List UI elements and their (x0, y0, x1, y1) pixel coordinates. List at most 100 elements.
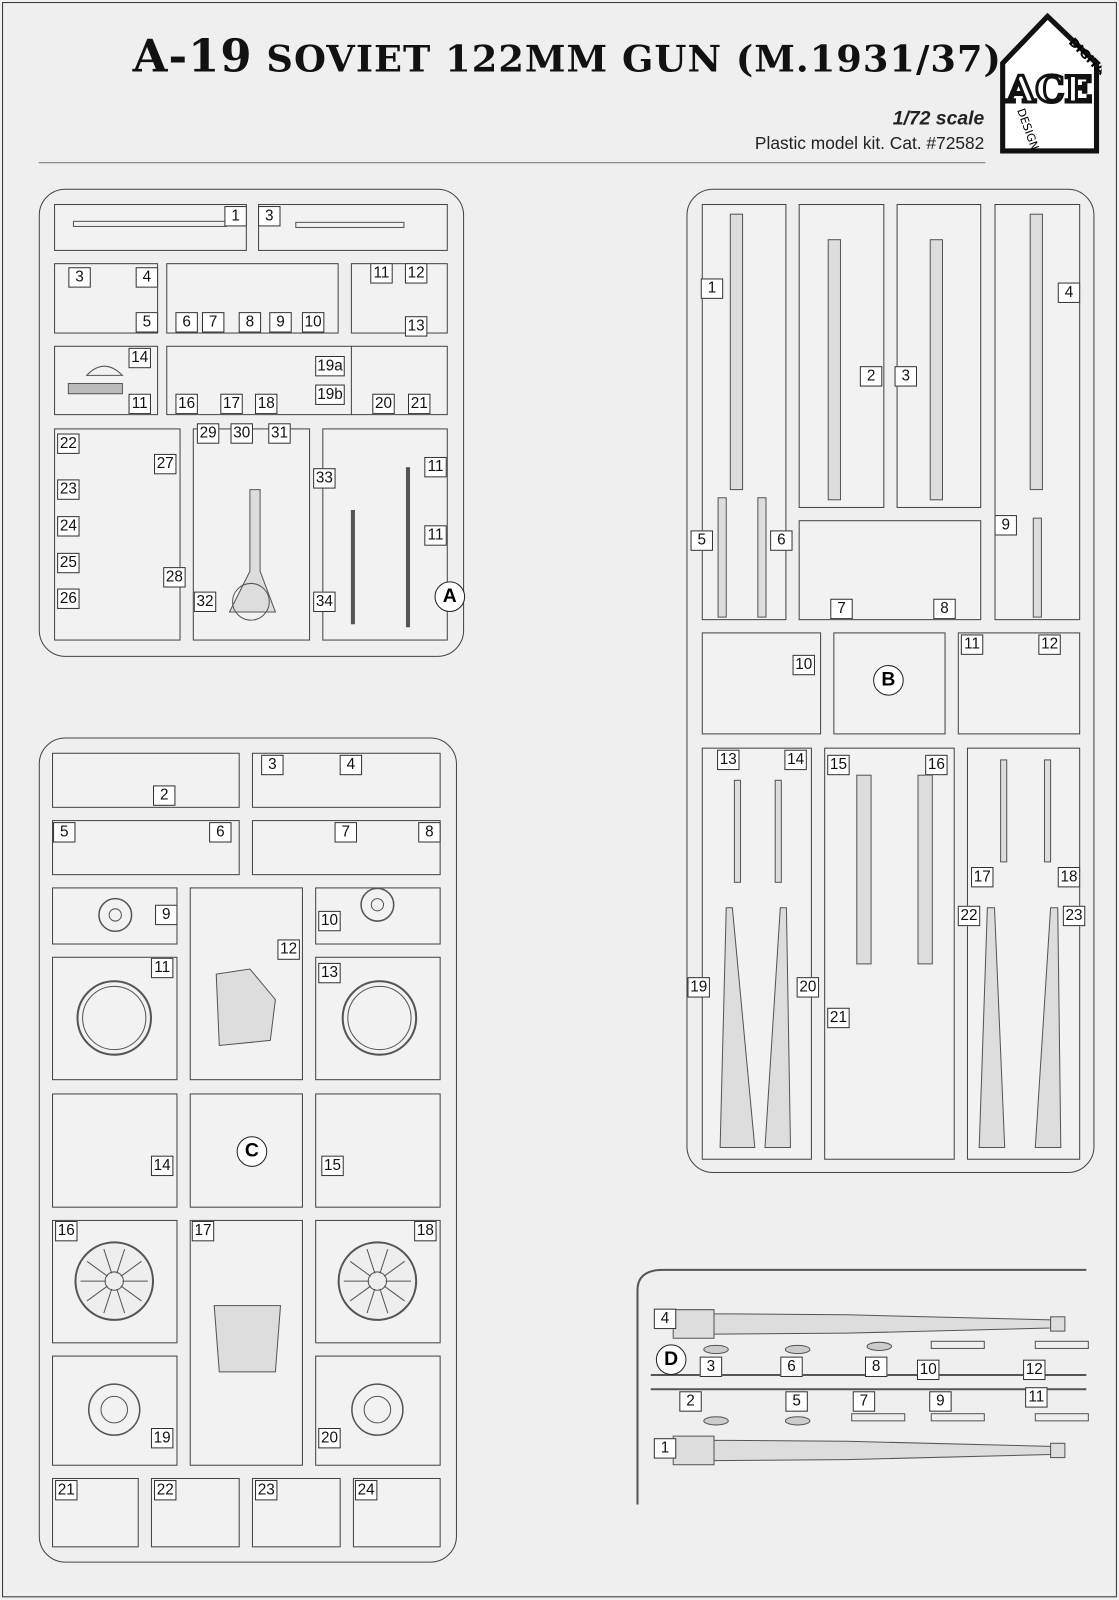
sprue-d-part-number: 4 (653, 1308, 677, 1330)
sprue-a-part-number: 3 (68, 267, 91, 288)
sprue-b-part-number: 2 (859, 366, 883, 387)
sprue-a-part-number: 32 (193, 591, 217, 612)
sprue-b-part-number: 18 (1057, 867, 1081, 888)
sprue-a-part-number: 12 (404, 263, 428, 284)
sprue-c-part-number: 3 (261, 754, 284, 776)
sprue-a-part-number: 11 (424, 525, 447, 546)
sprue-d-part-number: 11 (1025, 1387, 1048, 1408)
sprue-a-cell (258, 204, 448, 251)
sprue-a-part-number: 22 (57, 433, 80, 454)
sprue-c-part-number: 23 (255, 1480, 278, 1501)
sprue-c-part-number: 9 (155, 904, 178, 926)
sprue-a-part-number: 30 (230, 423, 253, 444)
sprue-a-part-number: 9 (269, 312, 292, 333)
sprue-b-part-number: 17 (971, 867, 994, 888)
sprue-a-part-number: 11 (424, 456, 447, 478)
sprue-a-part-number: 10 (301, 312, 325, 333)
sprue-b-part-number: 12 (1038, 634, 1061, 655)
sprue-a-cell (350, 263, 448, 334)
sprue-a-part-number: 11 (128, 393, 151, 415)
sprue-a-part-number: 4 (135, 267, 159, 288)
sprue-d-part-number: 7 (852, 1391, 876, 1412)
sprue-a-part-number: 13 (404, 316, 428, 337)
sprue-c-part-number: 12 (277, 939, 300, 960)
sprue-a-part-number: 19a (315, 355, 345, 377)
sprue-c-part-number: 19 (150, 1428, 174, 1449)
sprue-a-part-number: 5 (135, 312, 159, 333)
sprue-c-cell (52, 820, 240, 876)
sprue-b-part-number: 19 (687, 977, 710, 998)
sprue-d-part-number: 6 (780, 1356, 803, 1377)
sprue-c-cell (189, 1219, 303, 1466)
sprue-b-part-number: 15 (827, 754, 850, 776)
sprue-a-frame (38, 188, 465, 657)
sprue-c-part-number: 20 (318, 1428, 341, 1449)
sprue-c-cell (52, 1093, 178, 1208)
page-title: A-19 SOVIET 122MM GUN (M.1931/37) (133, 31, 1002, 83)
sprue-d-part-number: 9 (929, 1391, 952, 1412)
sprue-b-part-number: 5 (690, 530, 713, 551)
sprue-a-part-number: 24 (57, 516, 80, 537)
sprue-a-part-number: 1 (224, 206, 247, 227)
sprue-c-part-number: 15 (321, 1155, 344, 1177)
sprue-b-part-number: 13 (717, 749, 740, 771)
sprue-b-part-number: 3 (894, 366, 917, 387)
sprue-c-part-number: 18 (414, 1220, 437, 1242)
sprue-a-part-number: 11 (370, 263, 393, 284)
sprue-a-part-number: 6 (175, 312, 198, 333)
sprue-a-part-number: 20 (372, 393, 395, 415)
sprue-c-cell (52, 1355, 178, 1466)
sprue-b-cell (966, 747, 1081, 1160)
sprue-c-cell (315, 1093, 441, 1208)
sprue-c-cell (52, 752, 240, 808)
sprue-b-part-number: 23 (1062, 905, 1086, 927)
svg-text:ACE: ACE (1006, 68, 1093, 111)
sprue-b-part-number: 4 (1057, 282, 1081, 303)
sprue-c-part-number: 22 (154, 1480, 177, 1501)
sprue-b-cell (994, 204, 1081, 621)
sprue-c-letter: C (236, 1136, 268, 1167)
sprue-c-part-number: 24 (354, 1480, 378, 1501)
scale-label: 1/72 scale (892, 108, 985, 130)
sprue-a-part-number: 29 (196, 423, 220, 444)
sprue-d-part-number: 5 (785, 1391, 808, 1412)
sprue-c-part-number: 6 (209, 822, 232, 843)
sprue-b-part-number: 14 (784, 749, 807, 771)
sprue-c-part-number: 14 (150, 1155, 174, 1177)
sprue-a-part-number: 28 (163, 567, 186, 588)
sprue-a-part-number: 3 (258, 206, 281, 227)
sprue-b-part-number: 11 (960, 634, 984, 655)
sprue-a-cell (54, 204, 247, 251)
sprue-a-part-number: 26 (57, 588, 80, 609)
sprue-b-cell (701, 204, 787, 621)
sprue-b-frame (686, 188, 1095, 1173)
sprue-c-cell (352, 1477, 441, 1548)
sprue-d-part-number: 2 (679, 1391, 702, 1412)
sprue-b-part-number: 22 (957, 905, 981, 927)
sprue-a-part-number: 21 (408, 393, 431, 415)
sprue-b-part-number: 9 (994, 515, 1017, 536)
sprue-a-part-number: 14 (128, 347, 151, 369)
sprue-a-part-number: 25 (57, 552, 80, 574)
sprue-a-letter: A (434, 581, 466, 612)
sprue-a-cell (350, 345, 448, 416)
sprue-c-part-number: 17 (191, 1220, 215, 1242)
sprue-a-part-number: 33 (313, 468, 336, 489)
sprue-a-part-number: 19b (315, 384, 345, 405)
sprue-b-part-number: 1 (700, 278, 724, 299)
sprue-a-part-number: 34 (313, 591, 336, 612)
sprue-c-part-number: 4 (339, 754, 363, 776)
header-divider (38, 162, 986, 164)
sprue-d-part-number: 8 (864, 1356, 888, 1377)
sprue-c-part-number: 7 (334, 822, 357, 843)
sprue-b-letter: B (873, 665, 904, 696)
sprue-a-part-number: 27 (154, 453, 177, 475)
sprue-d-part-number: 1 (653, 1438, 677, 1459)
sprue-c-cell (189, 887, 303, 1081)
sprue-c-part-number: 2 (153, 785, 176, 806)
sprue-c-part-number: 21 (55, 1480, 78, 1501)
sprue-b-part-number: 6 (770, 530, 793, 551)
sprue-b-cell (701, 632, 822, 735)
